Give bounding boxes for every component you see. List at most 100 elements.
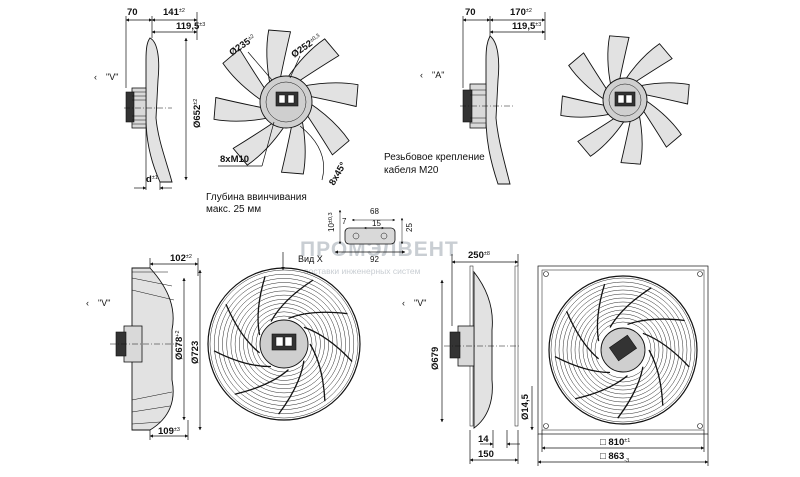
fan-blade	[213, 96, 272, 122]
grille-ring	[554, 281, 692, 419]
dim-25: 25	[405, 223, 414, 232]
grille-ring	[230, 290, 338, 398]
fan-blade-outline	[566, 311, 600, 360]
note-depth-line2: макс. 25 мм	[206, 204, 261, 215]
top-front-view: Ø235±2 Ø252±0,3 8xM10 8x45°	[213, 29, 359, 188]
fan-blade	[577, 117, 626, 157]
dim-10: 10	[327, 223, 336, 232]
svg-text:□ 810±1: □ 810±1	[600, 437, 630, 448]
fan-blade	[266, 29, 292, 88]
top-right-front-view	[560, 35, 690, 165]
view-v-label-mid: "V"	[98, 298, 110, 308]
dim-652: Ø652	[192, 105, 203, 128]
svg-text:109±3: 109±3	[158, 426, 180, 437]
fan-blade-outline	[213, 350, 272, 368]
fan-blade-outline	[617, 366, 644, 419]
fan-blade-outline	[278, 360, 305, 415]
mid-left-side-view: 102±2 Ø678+2 Ø723 109±3 ‹ "V"	[86, 253, 202, 440]
dim-723: Ø723	[190, 341, 201, 364]
fan-blade-outline	[225, 304, 261, 354]
dim-810: □ 810	[600, 437, 624, 448]
dim-70-top-left: 70	[127, 7, 138, 18]
dim-250-tol: ±8	[484, 251, 490, 257]
fan-blade-outline	[642, 332, 690, 368]
dim-102: 102	[170, 253, 186, 264]
view-v-arrow-icon-right: ‹	[402, 298, 405, 308]
view-x-label: Вид X	[298, 254, 323, 264]
fan-blade	[624, 43, 673, 83]
fan-blade	[560, 95, 612, 118]
grille-ring	[239, 299, 329, 389]
fan-blade-outline	[303, 326, 353, 362]
dim-1195-top-left: 119,5	[176, 21, 200, 32]
dim-d-tol: ±1	[152, 175, 158, 181]
svg-text:Ø652±2: Ø652±2	[192, 99, 203, 128]
fan-blade	[222, 48, 268, 103]
grille-ring	[218, 278, 350, 410]
dim-109: 109	[158, 426, 174, 437]
grille-ring	[586, 313, 660, 387]
dim-10-tol: ±0,3	[328, 212, 334, 223]
view-a-arrow-icon: ‹	[420, 70, 423, 80]
grille-ring	[558, 285, 688, 415]
watermark-subtitle: поставки инженерных систем	[304, 266, 421, 276]
grille-ring	[578, 305, 668, 395]
dim-235-tol: ±2	[247, 33, 255, 41]
note-depth-line1: Глубина ввинчивания	[206, 191, 307, 203]
grille-ring	[566, 293, 680, 407]
dim-678-tol: +2	[175, 330, 181, 336]
fan-blade	[620, 113, 643, 165]
top-right-side-view: 70 170±2 119,5±3 ‹ "A"	[420, 7, 546, 185]
fan-blade-outline	[257, 276, 266, 336]
grille-ring	[594, 321, 652, 379]
dim-170-tol: ±2	[526, 8, 532, 14]
view-v-arrow-icon-mid: ‹	[86, 298, 89, 308]
fan-blade-outline	[574, 375, 628, 400]
dim-92: 92	[370, 255, 379, 264]
dim-170: 170	[510, 7, 526, 18]
fan-blade	[304, 101, 350, 156]
dim-141: 141	[163, 7, 180, 18]
note-cable-line2: кабеля M20	[384, 164, 439, 176]
view-v-label-top: "V"	[106, 72, 118, 82]
fan-blade-outline	[270, 279, 314, 322]
dim-109-tol: ±3	[174, 427, 180, 433]
dim-810-tol: ±1	[624, 438, 630, 444]
grille-ring	[226, 286, 342, 402]
svg-text:□ 863-3: □ 863-3	[600, 451, 629, 464]
svg-text:Ø678+2: Ø678+2	[174, 330, 185, 360]
dim-250: 250	[468, 250, 484, 261]
fan-blade-outline	[596, 283, 606, 342]
dim-150: 150	[478, 449, 494, 460]
grille-ring	[590, 317, 656, 383]
grille-rim	[548, 275, 698, 425]
dim-1195-tol: ±3	[199, 22, 205, 28]
dim-15: 15	[372, 219, 381, 228]
dim-7: 7	[342, 217, 347, 226]
dim-863: □ 863	[600, 451, 624, 462]
grille-ring	[570, 297, 676, 403]
mid-front-grille-view: Вид X	[207, 252, 361, 421]
dim-68: 68	[370, 207, 379, 216]
fan-blade	[280, 116, 306, 175]
view-a-label: "A"	[432, 70, 444, 80]
dim-145: Ø14,5	[520, 393, 531, 420]
note-cable-line1: Резьбовое крепление	[384, 151, 485, 163]
fan-blade-outline	[288, 311, 348, 320]
dim-1195-tr-tol: ±3	[535, 22, 541, 28]
svg-text:d±1: d±1	[146, 174, 158, 185]
svg-text:250±8: 250±8	[468, 250, 490, 261]
dim-1195-top-right: 119,5	[512, 21, 536, 32]
fan-blade	[285, 38, 340, 84]
dim-863-tol: -3	[624, 458, 629, 464]
fan-blade	[642, 99, 682, 148]
grille-ring	[251, 311, 317, 377]
fan-blade-outline	[309, 343, 326, 402]
fan-blade-outline	[234, 369, 289, 395]
dim-652-tol: ±2	[193, 99, 199, 105]
dim-m10: 8xM10	[220, 154, 249, 165]
dim-141-tol: ±2	[179, 8, 185, 14]
svg-text:119,5±3: 119,5±3	[512, 21, 541, 32]
dim-679: Ø679	[430, 347, 441, 370]
dim-8x45: 8x45°	[327, 160, 349, 187]
